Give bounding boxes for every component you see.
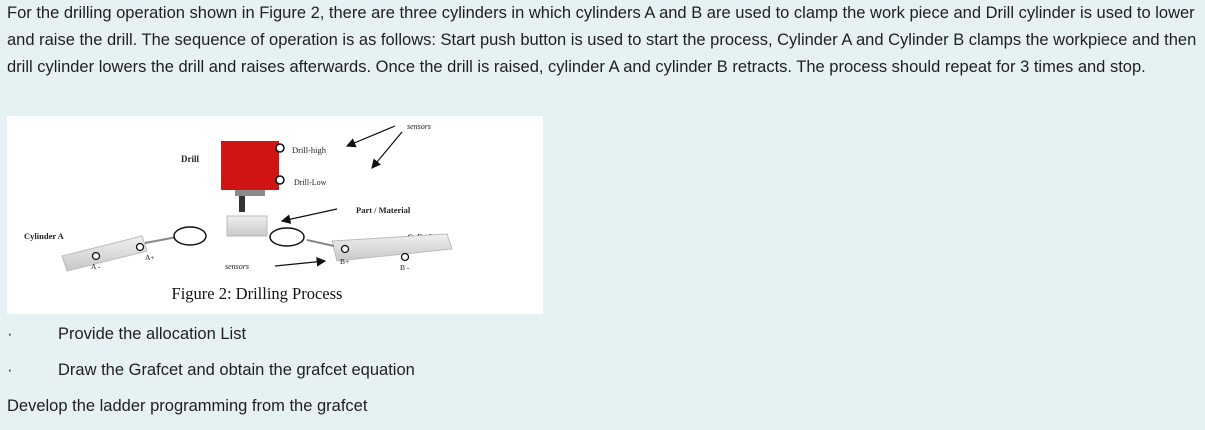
sensor-a-plus-icon: [135, 242, 145, 252]
task-grafcet: Draw the Grafcet and obtain the grafcet …: [58, 361, 415, 379]
workpiece: [226, 215, 268, 237]
sensor-arrow-1: [345, 125, 396, 148]
drilling-diagram: sensors Drill Drill-high Drill-Low Part …: [24, 122, 453, 272]
sensor-b-minus-icon: [400, 252, 410, 262]
cylinder-b-rod: [306, 239, 335, 247]
a-minus-label: A -: [91, 262, 101, 271]
problem-statement: For the drilling operation shown in Figu…: [7, 4, 1197, 76]
drill-high-label: Drill-high: [292, 145, 327, 155]
drill-base: [235, 190, 265, 196]
task-allocation-list: Provide the allocation List: [58, 325, 247, 343]
b-plus-label: B+: [340, 257, 349, 266]
sensor-arrow-bottom: [274, 257, 327, 267]
drill-body: [221, 141, 279, 190]
drill-label: Drill: [181, 154, 199, 164]
cylinder-a-label: Cylinder A: [24, 231, 65, 241]
part-arrow: [280, 208, 338, 224]
sensors-top-label: sensors: [407, 122, 431, 131]
bullet-2: ·: [7, 361, 13, 379]
b-minus-label: B -: [400, 263, 410, 272]
sensor-arrow-2: [371, 131, 403, 169]
part-material-label: Part / Material: [356, 205, 411, 215]
cylinder-a-body: [61, 235, 148, 272]
task-ladder: Develop the ladder programming from the …: [7, 397, 368, 415]
sensors-bottom-label: sensors: [225, 262, 249, 271]
cylinder-b-clamp: [269, 227, 305, 247]
drill-low-sensor-icon: [275, 175, 285, 185]
drill-high-sensor-icon: [275, 143, 285, 153]
sensor-a-minus-icon: [91, 251, 101, 261]
drill-bit: [239, 196, 245, 212]
bullet-1: ·: [7, 325, 13, 343]
cylinder-a-rod: [144, 236, 178, 244]
figure-caption: Figure 2: Drilling Process: [171, 284, 343, 303]
a-plus-label: A+: [145, 253, 155, 262]
sensor-b-plus-icon: [340, 244, 350, 254]
drill-low-label: Drill-Low: [294, 178, 327, 187]
cylinder-b-body: [331, 233, 453, 262]
drilling-process-figure: sensors Drill Drill-high Drill-Low Part …: [7, 116, 543, 314]
cylinder-a-clamp: [173, 226, 207, 246]
